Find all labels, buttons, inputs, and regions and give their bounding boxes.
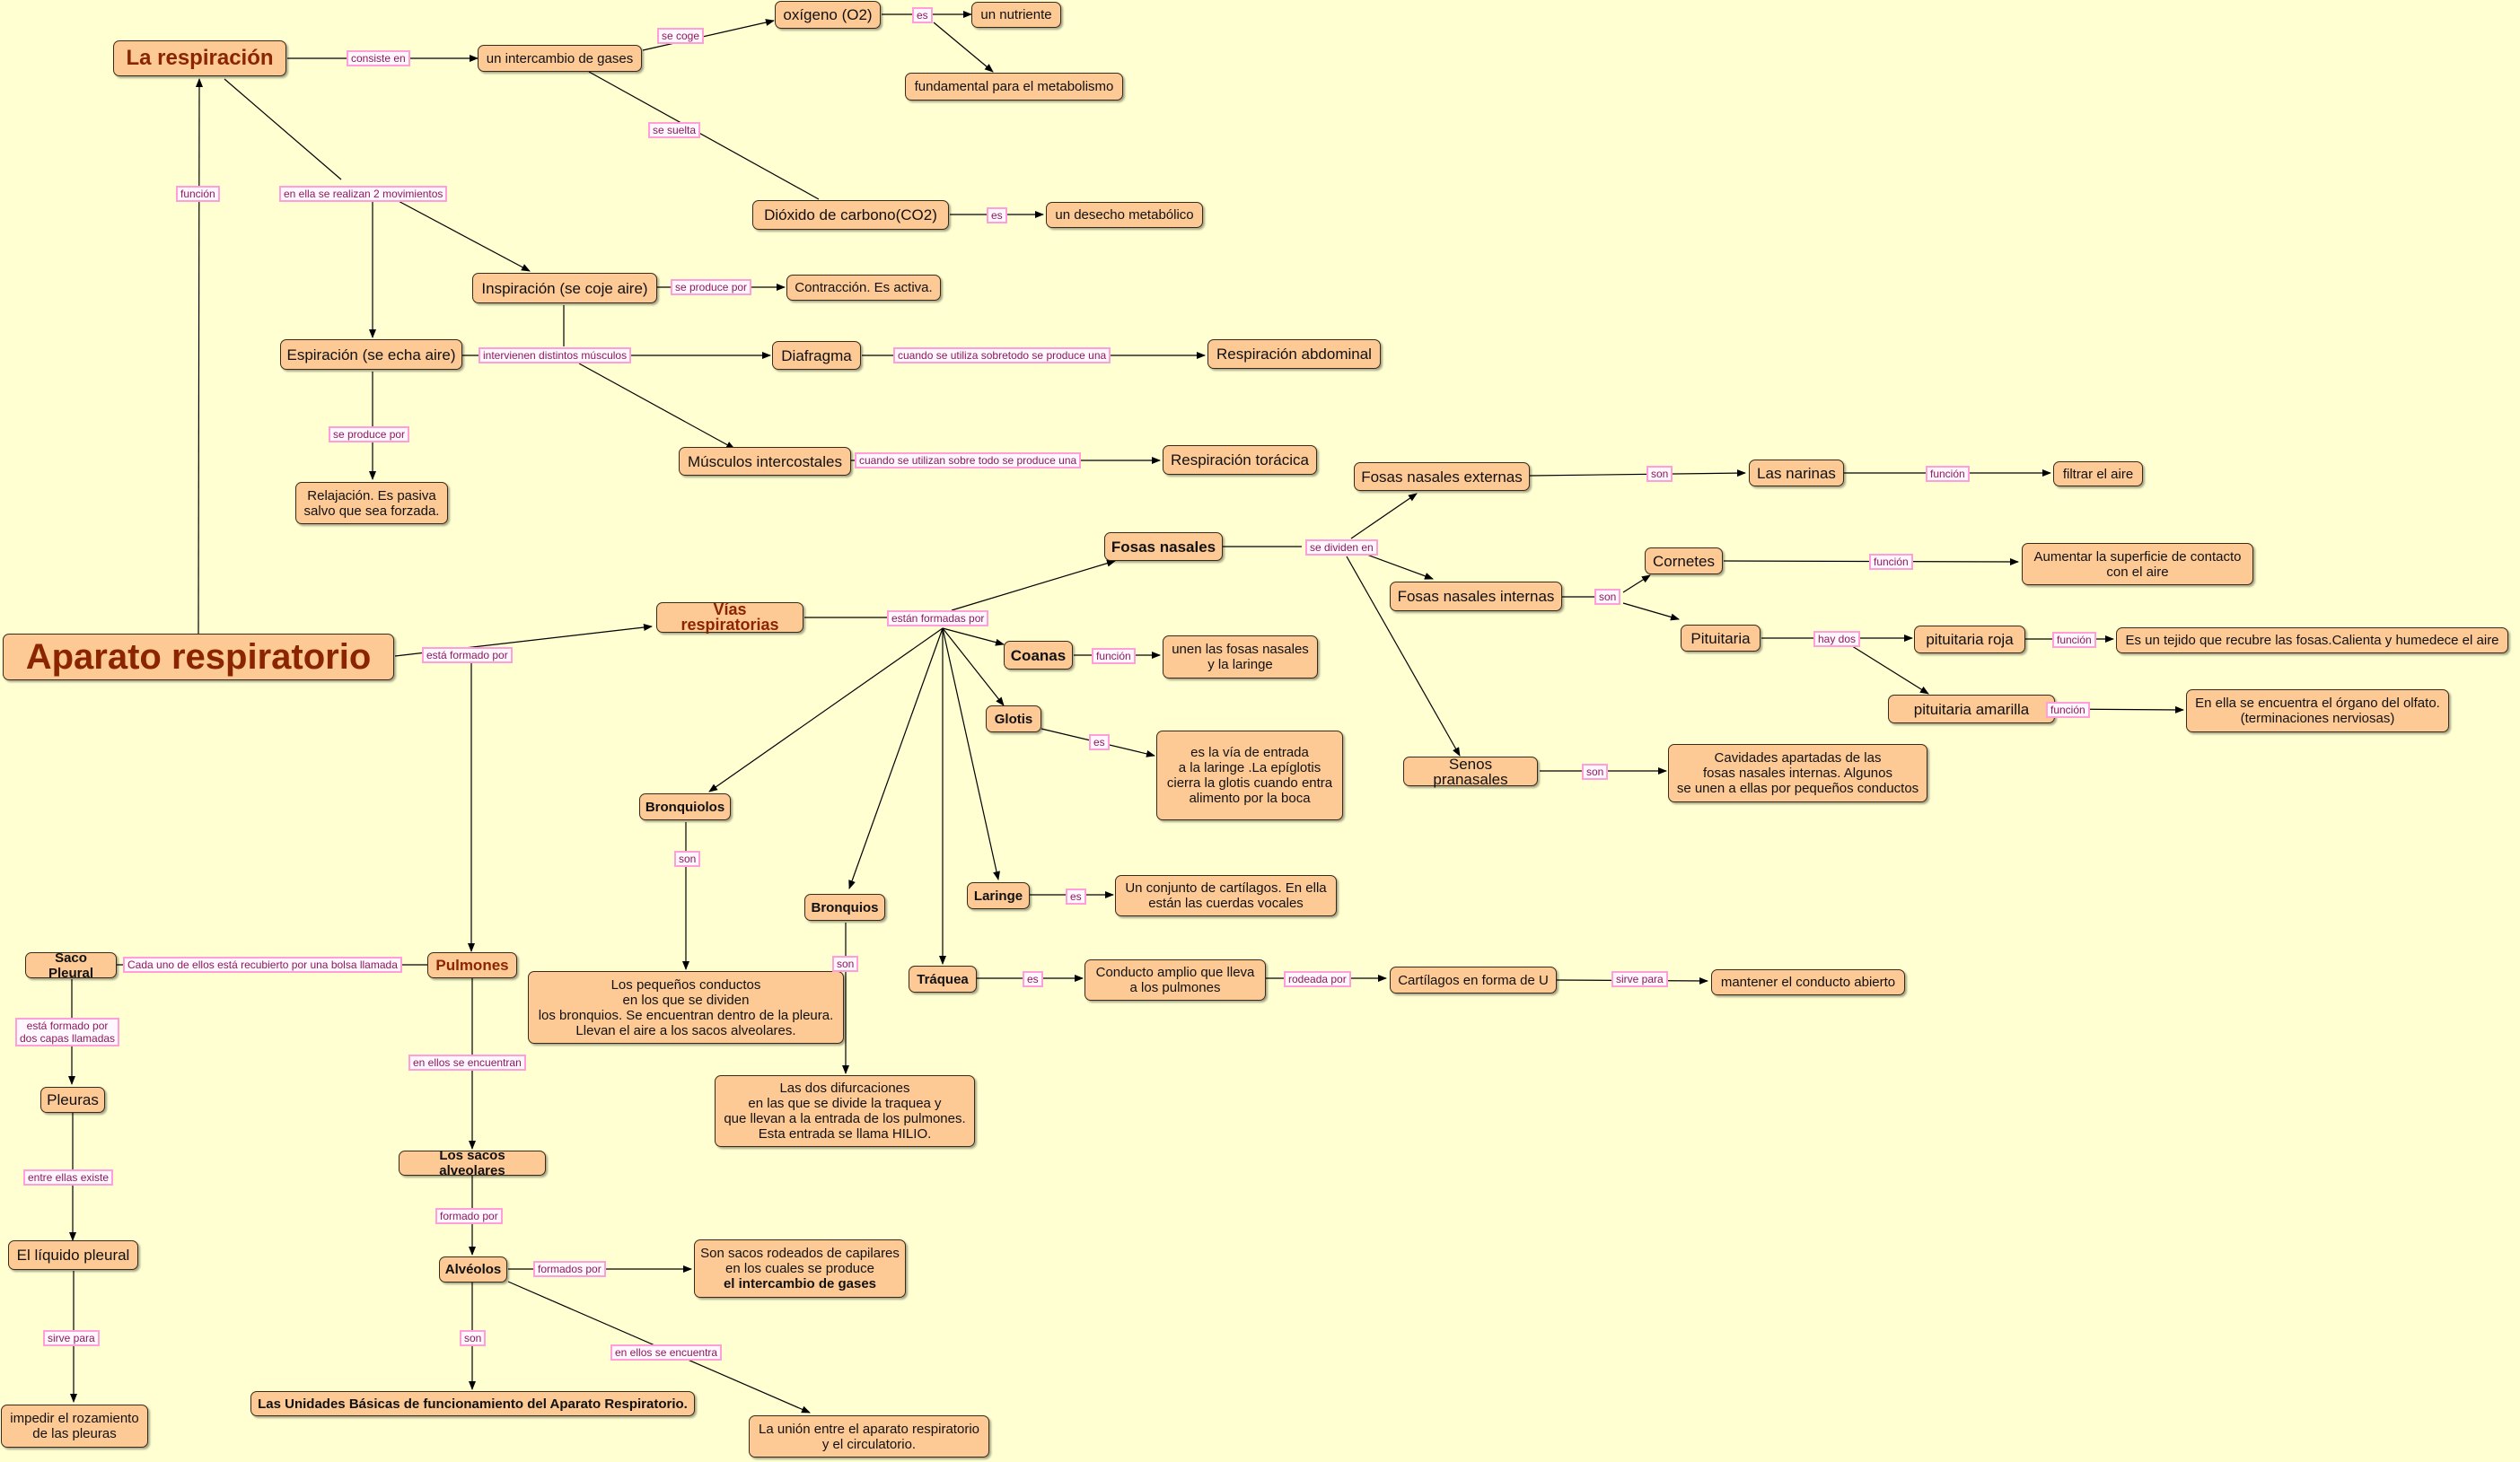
label-hay-dos: hay dos — [1813, 631, 1861, 647]
node-coanas[interactable]: Coanas — [1004, 641, 1073, 670]
node-bronquios[interactable]: Bronquios — [804, 894, 885, 921]
label-formados-por: formados por — [533, 1261, 606, 1277]
sacos-capilares-text: Son sacos rodeados de capilares en los c… — [700, 1246, 900, 1276]
label-son-alveolos: son — [460, 1330, 487, 1346]
label-es-laringe: es — [1066, 889, 1086, 905]
node-fosas-nasales-internas[interactable]: Fosas nasales internas — [1390, 582, 1562, 611]
label-funcion-coanas: función — [1092, 648, 1136, 664]
node-fosas-nasales[interactable]: Fosas nasales — [1104, 532, 1223, 561]
node-glotis[interactable]: Glotis — [986, 705, 1041, 732]
node-pituitaria-amarilla[interactable]: pituitaria amarilla — [1888, 695, 2055, 723]
label-movimientos: en ella se realizan 2 movimientos — [279, 186, 448, 202]
node-cavidades-apartadas[interactable]: Cavidades apartadas de las fosas nasales… — [1668, 744, 1927, 802]
node-senos-paranasales[interactable]: Senos pranasales — [1403, 757, 1538, 787]
node-la-respiracion[interactable]: La respiración — [113, 40, 286, 76]
label-se-coge: se coge — [657, 28, 705, 44]
node-respiracion-abdominal[interactable]: Respiración abdominal — [1207, 339, 1381, 369]
label-cada-uno-recubierto: Cada uno de ellos está recubierto por un… — [123, 957, 402, 973]
node-oxigeno[interactable]: oxígeno (O2) — [775, 1, 881, 29]
label-es-glotis: es — [1089, 734, 1110, 750]
label-sirve-para-cartilagos: sirve para — [1611, 971, 1668, 987]
node-relajacion[interactable]: Relajación. Es pasiva salvo que sea forz… — [295, 482, 448, 524]
node-saco-pleural[interactable]: Saco Pleural — [25, 950, 117, 981]
node-inspiracion[interactable]: Inspiración (se coje aire) — [472, 273, 657, 303]
node-liquido-pleural[interactable]: El líquido pleural — [8, 1240, 138, 1270]
label-formado-por: formado por — [435, 1208, 503, 1224]
label-consiste-en: consiste en — [347, 50, 410, 66]
intercambio-gases-bold: el intercambio de gases — [723, 1276, 877, 1291]
node-dioxido-carbono[interactable]: Dióxido de carbono(CO2) — [752, 200, 949, 230]
label-se-suelta: se suelta — [648, 122, 701, 138]
node-musculos-intercostales[interactable]: Músculos intercostales — [679, 447, 851, 476]
label-son-internas: son — [1594, 589, 1621, 605]
label-en-ellos-se-encuentran: en ellos se encuentran — [408, 1055, 526, 1071]
label-esta-formado-por: está formado por — [422, 647, 513, 663]
label-dos-capas: está formado por dos capas llamadas — [15, 1018, 120, 1046]
label-funcion-pituitaria-roja: función — [2052, 632, 2096, 648]
label-sirve-para-liquido: sirve para — [43, 1330, 100, 1346]
node-respiracion-toracica[interactable]: Respiración torácica — [1163, 445, 1317, 475]
node-sacos-alveolares[interactable]: Los sacos alveolares — [399, 1148, 546, 1178]
label-son-narinas: son — [1646, 466, 1673, 482]
node-bronquiolos[interactable]: Bronquiolos — [639, 793, 731, 820]
node-desecho-metabolico[interactable]: un desecho metabólico — [1046, 202, 1203, 228]
node-pituitaria[interactable]: Pituitaria — [1681, 625, 1760, 652]
label-son-bronquios: son — [832, 956, 859, 972]
node-bronquiolos-descripcion[interactable]: Los pequeños conductos en los que se div… — [528, 971, 844, 1044]
node-traquea[interactable]: Tráquea — [909, 966, 977, 993]
node-bronquios-descripcion[interactable]: Las dos difurcaciones en las que se divi… — [715, 1075, 975, 1147]
label-rodeada-por: rodeada por — [1284, 971, 1351, 987]
label-funcion-narinas: función — [1926, 466, 1970, 482]
node-tejido-recubre[interactable]: Es un tejido que recubre las fosas.Calie… — [2116, 627, 2508, 653]
node-sacos-capilares[interactable]: Son sacos rodeados de capilares en los c… — [694, 1239, 906, 1298]
label-intervienen-musculos: intervienen distintos músculos — [479, 347, 632, 363]
node-cornetes[interactable]: Cornetes — [1645, 547, 1723, 574]
label-estan-formadas-por: están formadas por — [887, 610, 989, 626]
label-funcion-pituitaria-amarilla: función — [2046, 702, 2090, 718]
node-fosas-nasales-externas[interactable]: Fosas nasales externas — [1354, 462, 1530, 491]
node-impedir-rozamiento[interactable]: impedir el rozamiento de las pleuras — [1, 1405, 148, 1448]
node-pulmones[interactable]: Pulmones — [427, 952, 517, 978]
label-es-nutriente: es — [912, 7, 933, 23]
node-aumentar-superficie[interactable]: Aumentar la superficie de contacto con e… — [2022, 543, 2253, 585]
label-en-ellos-se-encuentra: en ellos se encuentra — [610, 1344, 723, 1361]
node-filtrar-aire[interactable]: filtrar el aire — [2053, 461, 2143, 486]
label-entre-ellas-existe: entre ellas existe — [23, 1169, 114, 1186]
node-aparato-respiratorio[interactable]: Aparato respiratorio — [3, 634, 394, 680]
label-funcion-cornetes: función — [1869, 554, 1913, 570]
label-cuando-sobretodo: cuando se utiliza sobretodo se produce u… — [893, 347, 1111, 363]
label-se-produce-por-espiracion: se produce por — [329, 426, 410, 442]
node-las-narinas[interactable]: Las narinas — [1749, 460, 1844, 486]
node-glotis-descripcion[interactable]: es la vía de entrada a la laringe .La ep… — [1156, 731, 1343, 820]
label-se-dividen-en: se dividen en — [1305, 539, 1378, 556]
node-union-circulatorio[interactable]: La unión entre el aparato respiratorio y… — [749, 1415, 989, 1458]
node-fundamental-metabolismo[interactable]: fundamental para el metabolismo — [905, 73, 1123, 101]
label-se-produce-por-inspiracion: se produce por — [671, 279, 752, 295]
node-conducto-amplio[interactable]: Conducto amplio que lleva a los pulmones — [1084, 959, 1266, 1001]
node-unidades-basicas[interactable]: Las Unidades Básicas de funcionamiento d… — [250, 1391, 695, 1416]
node-alveolos[interactable]: Alvéolos — [439, 1256, 507, 1283]
node-pituitaria-roja[interactable]: pituitaria roja — [1914, 626, 2025, 653]
label-son-senos: son — [1582, 764, 1609, 780]
node-mantener-conducto[interactable]: mantener el conducto abierto — [1711, 969, 1905, 995]
label-funcion-respiracion: función — [176, 186, 220, 202]
node-diafragma[interactable]: Diafragma — [772, 341, 861, 370]
node-pleuras[interactable]: Pleuras — [40, 1087, 105, 1113]
node-unen-fosas[interactable]: unen las fosas nasales y la laringe — [1163, 635, 1318, 678]
node-cartilagos-cuerdas[interactable]: Un conjunto de cartílagos. En ella están… — [1115, 875, 1337, 916]
node-espiracion[interactable]: Espiración (se echa aire) — [280, 339, 462, 370]
node-cartilagos-u[interactable]: Cartílagos en forma de U — [1390, 967, 1557, 994]
node-un-nutriente[interactable]: un nutriente — [971, 2, 1061, 28]
node-contraccion[interactable]: Contracción. Es activa. — [786, 275, 941, 301]
label-son-bronquiolos: son — [674, 851, 701, 867]
node-laringe[interactable]: Laringe — [967, 882, 1030, 909]
node-organo-olfato[interactable]: En ella se encuentra el órgano del olfat… — [2186, 689, 2449, 732]
label-cuando-sobre-todo: cuando se utilizan sobre todo se produce… — [855, 452, 1082, 468]
node-intercambio-gases[interactable]: un intercambio de gases — [478, 45, 642, 72]
label-es-traquea: es — [1023, 971, 1043, 987]
node-vias-respiratorias[interactable]: Vías respiratorias — [656, 601, 803, 633]
label-es-desecho: es — [987, 207, 1007, 223]
